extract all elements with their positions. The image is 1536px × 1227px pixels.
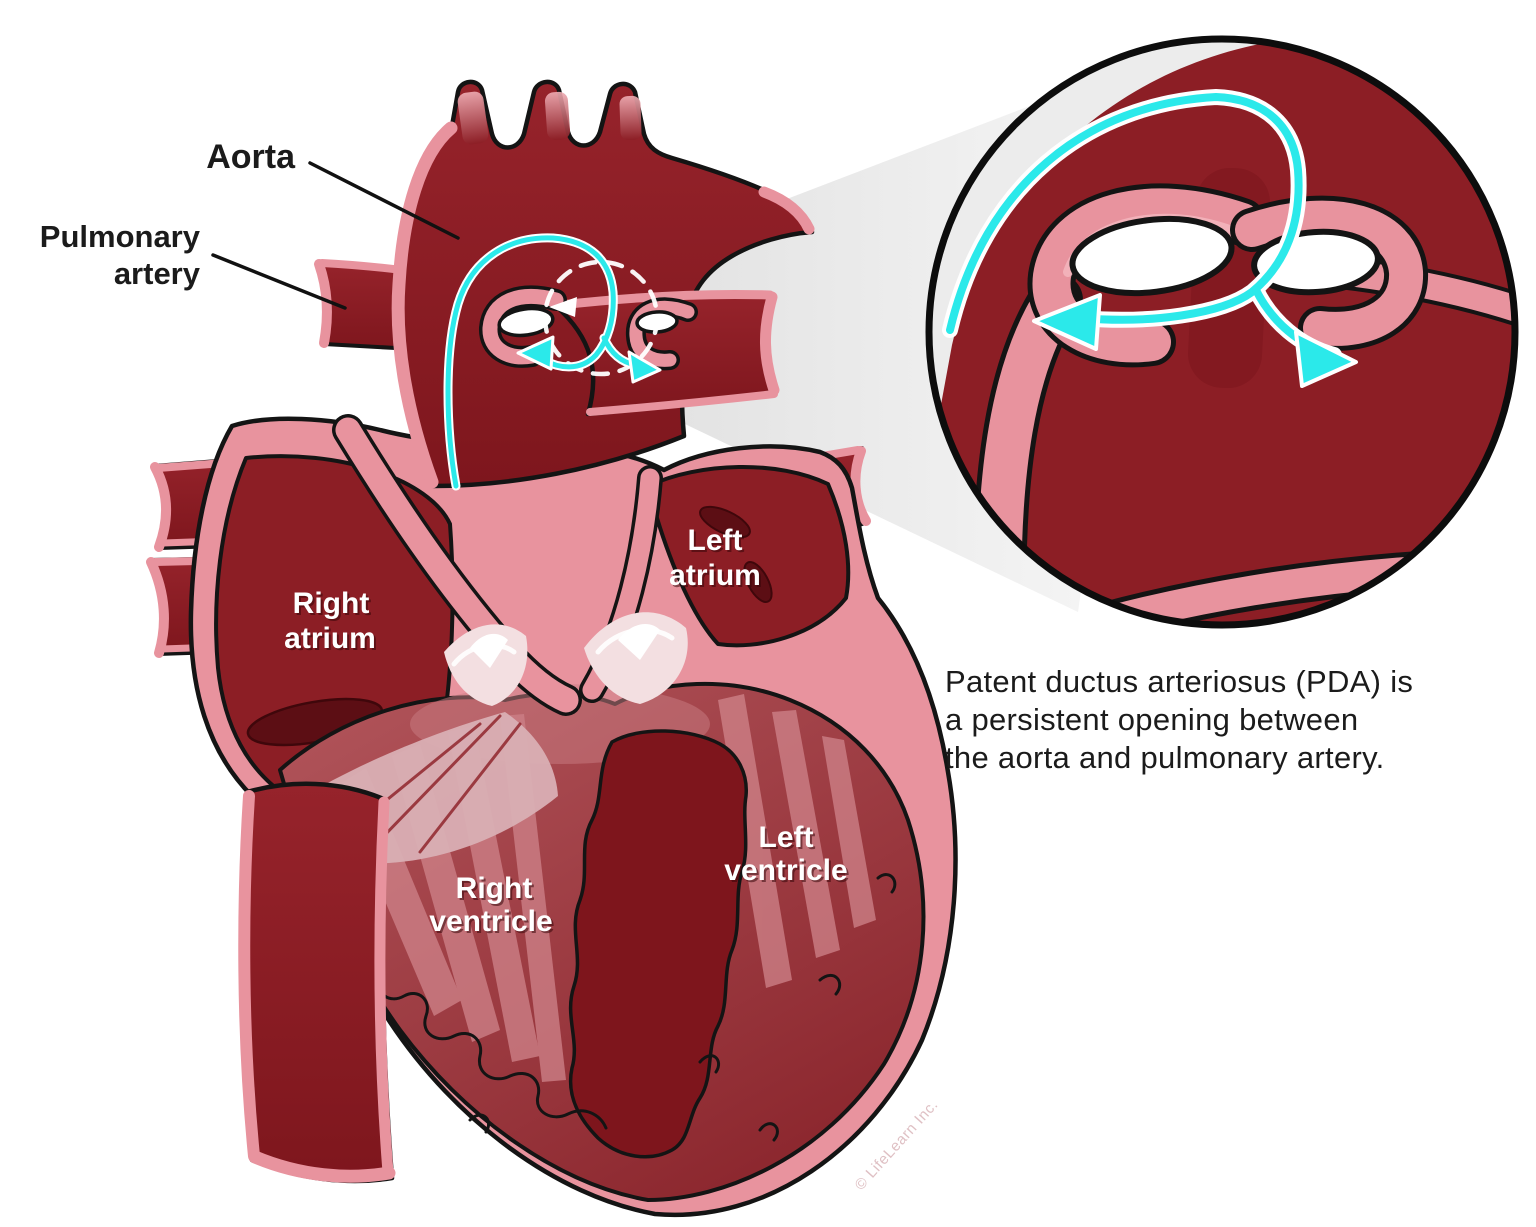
caption: Patent ductus arteriosus (PDA) is a pers… [945,664,1413,775]
aorta-leader-line [308,161,460,240]
valve-leaflets [444,612,688,706]
pda-dashed-circle [542,259,660,377]
ductus-hooks [479,285,698,371]
svg-text:ventricle: ventricle [431,907,554,940]
aortic-arch [391,79,815,489]
label-right-ventricle-line1: Right [456,872,533,905]
label-left-atrium-line2: atrium [669,559,761,592]
label-right-atrium-line2: atrium [284,622,376,655]
caption-line1: Patent ductus arteriosus (PDA) is [945,664,1413,699]
pulmonary-artery-leader-line [211,253,347,310]
svg-text:Left: Left [761,823,816,856]
label-right-ventricle-line2: ventricle [429,905,552,938]
svg-text:Right: Right [295,589,372,622]
label-left-ventricle-line2: ventricle [724,854,847,887]
leader-lines [211,161,460,310]
structure-labels: Aorta Pulmonary artery Right atrium Righ… [40,138,850,940]
caption-line2: a persistent opening between [945,702,1358,737]
svg-text:Left: Left [690,526,745,559]
label-right-atrium-line1: Right [293,587,370,620]
svg-text:Right: Right [458,874,535,907]
blood-flow-arrows [443,233,662,491]
svg-text:atrium: atrium [286,624,378,657]
label-pulmonary-line1: Pulmonary [40,219,201,254]
septum [568,729,748,1159]
left-atrium-chamber [646,465,851,648]
duct-flow-arrow [549,297,577,317]
heart-illustration: © LifeLearn Inc. [146,79,958,1218]
inferior-vena-cava [238,781,396,1184]
svg-text:ventricle: ventricle [726,856,849,889]
label-pulmonary-line2: artery [114,256,201,291]
inset-left-opening [1069,215,1235,297]
inset-flow-arrows [942,89,1358,388]
svg-text:atrium: atrium [671,561,763,594]
inset-ring [925,35,1519,629]
label-left-ventricle-line1: Left [759,821,814,854]
inset-light-wedge [929,39,1290,470]
magnified-inset [925,35,1519,629]
left-atrium-slit-2 [743,561,773,603]
caption-line3: the aorta and pulmonary artery. [945,740,1385,775]
label-left-atrium-line1: Left [688,524,743,557]
label-aorta: Aorta [206,138,296,176]
left-atrium-slit-1 [699,505,751,539]
